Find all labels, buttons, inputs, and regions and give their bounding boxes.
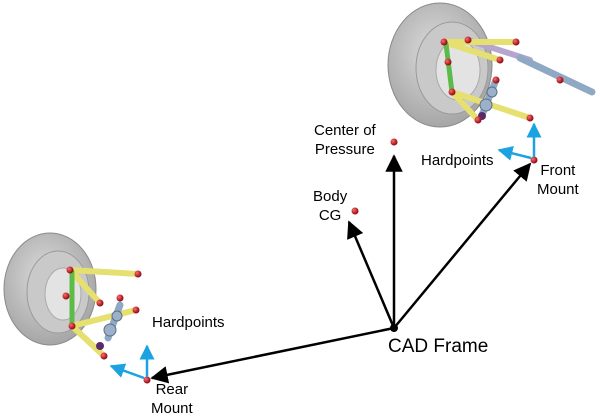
front-mount-arrow-left — [497, 145, 532, 161]
center-of-pressure-point — [390, 138, 398, 146]
front-mount-label: Front Mount — [537, 162, 579, 198]
rear-shock — [96, 301, 124, 350]
hardpoints-front-label: Hardpoints — [421, 152, 494, 169]
rear-tire — [3, 232, 97, 346]
rear-upper-arm-2 — [67, 267, 103, 306]
front-upper-arm-2 — [441, 39, 503, 63]
cad-frame-origin — [390, 324, 398, 332]
cad-frame-vectors — [150, 154, 532, 384]
rear-upper-arm-1 — [67, 267, 141, 277]
rear-suspension — [3, 232, 155, 384]
rear-mount-arrow-left — [109, 363, 145, 380]
body-cg-label: Body CG — [313, 188, 348, 224]
body-cg-point — [351, 207, 359, 215]
vector-front-mount — [393, 162, 532, 329]
steering-rod — [516, 54, 596, 96]
rear-mount-point — [143, 376, 151, 384]
hardpoints-rear-label: Hardpoints — [152, 314, 225, 331]
cad-frame-label: CAD Frame — [388, 336, 489, 357]
front-suspension — [387, 2, 596, 164]
center-of-pressure-label: Center of Pressure — [314, 122, 376, 158]
front-hardpoints — [440, 36, 564, 124]
vector-body-cg — [347, 220, 396, 329]
rear-hardpoints — [62, 266, 142, 360]
front-upright — [443, 41, 455, 95]
front-lower-arm-2 — [449, 89, 481, 123]
rear-lower-arm-2 — [69, 323, 107, 359]
rear-lower-arm-1 — [69, 307, 139, 329]
front-tire — [387, 2, 493, 128]
rear-mount-label: Rear Mount — [151, 381, 193, 417]
front-mount-point — [530, 156, 538, 164]
vector-rear-mount — [150, 326, 395, 384]
